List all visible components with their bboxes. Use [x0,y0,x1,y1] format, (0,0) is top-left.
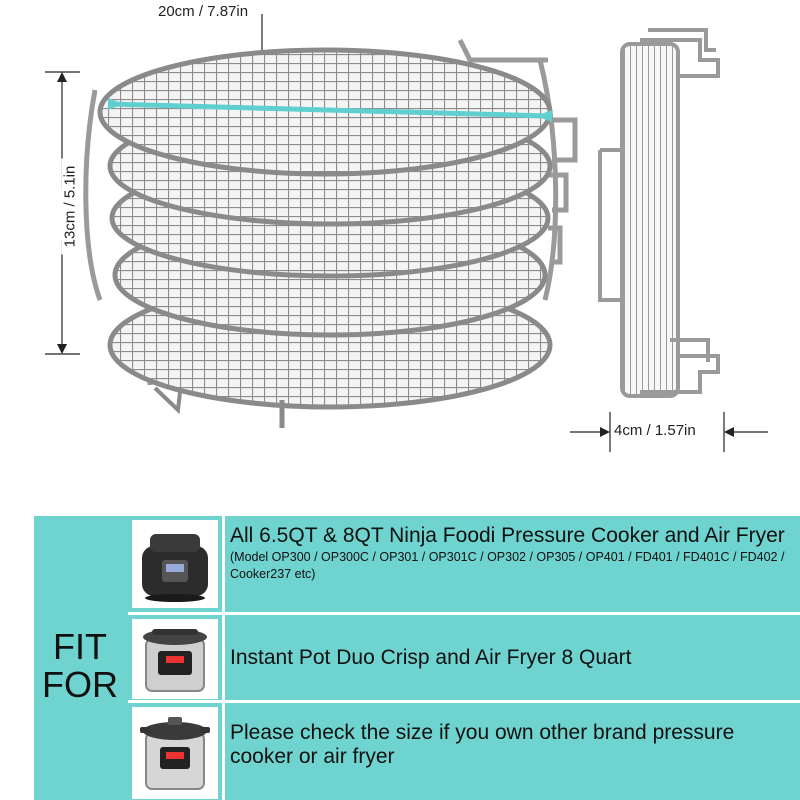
fit-row-other-brand: Please check the size if you own other b… [128,700,800,800]
height-label: 13cm / 5.1in [61,158,79,255]
ninja-foodi-cooker-icon [132,520,218,608]
fit-row-instant-pot-text: Instant Pot Duo Crisp and Air Fryer 8 Qu… [230,646,632,669]
fit-row-ninja-text: All 6.5QT & 8QT Ninja Foodi Pressure Coo… [230,524,785,581]
product-illustration: 20cm / 7.87in 13cm / 5.1in 4cm / 1.57in [45,3,768,452]
instant-pot-icon [132,619,218,699]
width-label: 20cm / 7.87in [158,3,249,20]
fit-row-instant-pot: Instant Pot Duo Crisp and Air Fryer 8 Qu… [128,612,800,700]
pressure-cooker-icon [132,707,218,799]
rack-drawing [45,14,768,452]
rack-stack [83,38,578,428]
fit-row-other-brand-text: Please check the size if you own other b… [230,721,735,768]
rack-side-view [598,28,720,398]
depth-label: 4cm / 1.57in [614,422,696,439]
fit-for-label: FIT FOR [42,626,118,705]
fit-row-ninja: All 6.5QT & 8QT Ninja Foodi Pressure Coo… [128,516,800,612]
depth-measure [570,412,768,452]
